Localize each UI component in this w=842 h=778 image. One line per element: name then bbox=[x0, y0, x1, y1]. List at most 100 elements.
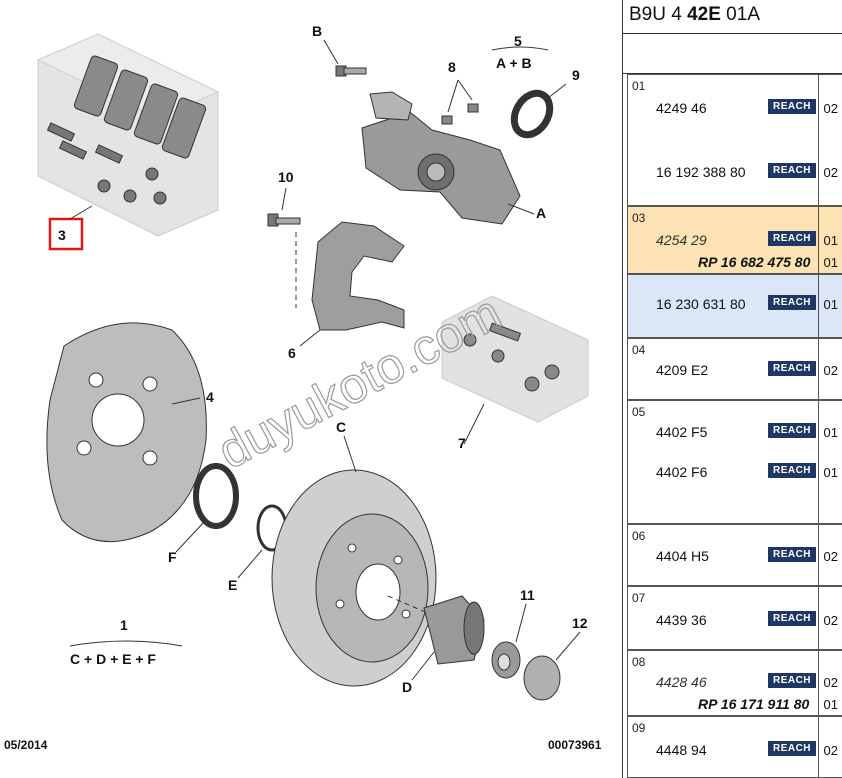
callout-c: C bbox=[336, 419, 346, 435]
caliper-carrier[interactable] bbox=[311, 221, 405, 331]
wheel-bearing[interactable] bbox=[423, 595, 485, 665]
part-number[interactable]: 16 230 631 80 bbox=[656, 296, 746, 312]
part-number[interactable]: 4404 H5 bbox=[656, 548, 709, 564]
parts-row[interactable]: 07 4439 36 REACH 02 bbox=[627, 586, 842, 650]
part-line[interactable]: RP 16 682 475 80 01 bbox=[654, 251, 842, 273]
reach-badge: REACH bbox=[768, 547, 816, 562]
reach-badge: REACH bbox=[768, 673, 816, 688]
brake-disc[interactable] bbox=[271, 469, 437, 687]
callout-1: 1 bbox=[120, 617, 128, 633]
row-number: 07 bbox=[632, 591, 646, 605]
callout-12: 12 bbox=[572, 615, 588, 631]
fitting-kit-box[interactable] bbox=[441, 295, 589, 423]
callout-9: 9 bbox=[572, 67, 580, 83]
callout-e: E bbox=[228, 577, 237, 593]
footer-ref: 00073961 bbox=[548, 738, 602, 752]
panel-spacer bbox=[623, 34, 842, 74]
dust-shield[interactable] bbox=[46, 322, 207, 543]
row-number: 06 bbox=[632, 529, 646, 543]
brake-pad-kit-box[interactable] bbox=[36, 33, 220, 237]
row-number: 04 bbox=[632, 343, 646, 357]
quantity-column bbox=[818, 587, 842, 649]
part-line[interactable]: RP 16 171 911 80 01 bbox=[654, 693, 842, 715]
ring-f[interactable] bbox=[193, 463, 239, 529]
panel-header: B9U 4 42E 01A bbox=[623, 0, 842, 34]
dust-cap[interactable] bbox=[523, 655, 561, 701]
bleed-screws[interactable] bbox=[441, 103, 479, 125]
quantity: 02 bbox=[823, 675, 838, 690]
header-suffix: 01A bbox=[720, 4, 760, 25]
part-number[interactable]: 4439 36 bbox=[656, 612, 707, 628]
row-number: 05 bbox=[632, 405, 646, 419]
part-number[interactable]: 4254 29 bbox=[656, 232, 707, 248]
part-number[interactable]: 4402 F6 bbox=[656, 464, 708, 480]
quantity-column bbox=[818, 525, 842, 585]
reach-badge: REACH bbox=[768, 423, 816, 438]
reach-badge: REACH bbox=[768, 611, 816, 626]
callout-1-def: C + D + E + F bbox=[70, 651, 156, 667]
part-line[interactable]: 4428 46 REACH 02 bbox=[654, 671, 842, 693]
footer-date: 05/2014 bbox=[4, 738, 48, 752]
quantity-column bbox=[818, 75, 842, 205]
hub-nut[interactable] bbox=[491, 641, 521, 679]
brake-caliper[interactable] bbox=[361, 91, 521, 225]
reach-badge: REACH bbox=[768, 361, 816, 376]
item-3-highlight bbox=[48, 217, 84, 251]
header-bold: 42E bbox=[687, 4, 721, 25]
seal-ring[interactable] bbox=[507, 87, 557, 141]
parts-row[interactable]: 16 230 631 80 REACH 01 bbox=[627, 274, 842, 338]
quantity: 01 bbox=[823, 255, 838, 270]
part-number[interactable]: 16 192 388 80 bbox=[656, 164, 746, 180]
part-line[interactable]: 4404 H5 REACH 02 bbox=[654, 545, 842, 567]
callout-8: 8 bbox=[448, 59, 456, 75]
callout-b: B bbox=[312, 23, 322, 39]
part-line[interactable]: 4439 36 REACH 02 bbox=[654, 609, 842, 631]
callout-6: 6 bbox=[288, 345, 296, 361]
quantity: 01 bbox=[823, 425, 838, 440]
quantity: 02 bbox=[823, 613, 838, 628]
bolt-b[interactable] bbox=[335, 65, 367, 77]
parts-row[interactable]: 06 4404 H5 REACH 02 bbox=[627, 524, 842, 586]
reach-badge: REACH bbox=[768, 231, 816, 246]
callout-d: D bbox=[402, 679, 412, 695]
header-prefix: B9U 4 bbox=[629, 4, 688, 25]
callout-11: 11 bbox=[520, 587, 535, 603]
callout-3: 3 bbox=[58, 227, 66, 243]
bolt-10[interactable] bbox=[267, 213, 301, 227]
replacement-part-number[interactable]: RP 16 171 911 80 bbox=[698, 696, 810, 712]
part-number[interactable]: 4428 46 bbox=[656, 674, 707, 690]
quantity: 01 bbox=[823, 697, 838, 712]
quantity: 01 bbox=[823, 297, 838, 312]
row-number: 03 bbox=[632, 211, 646, 225]
callout-5-def: A + B bbox=[496, 55, 532, 71]
part-number[interactable]: 4209 E2 bbox=[656, 362, 709, 378]
replacement-part-number[interactable]: RP 16 682 475 80 bbox=[698, 254, 811, 270]
part-number[interactable]: 4402 F5 bbox=[656, 424, 708, 440]
quantity-column bbox=[818, 339, 842, 399]
reach-badge: REACH bbox=[768, 163, 816, 178]
row-number: 09 bbox=[632, 721, 646, 735]
part-line[interactable]: 16 230 631 80 REACH 01 bbox=[654, 293, 842, 315]
callout-a: A bbox=[536, 205, 546, 221]
part-number[interactable]: 4249 46 bbox=[656, 100, 707, 116]
reach-badge: REACH bbox=[768, 295, 816, 310]
reach-badge: REACH bbox=[768, 741, 816, 756]
part-number[interactable]: 4448 94 bbox=[656, 742, 707, 758]
quantity-column bbox=[818, 207, 842, 273]
quantity-column bbox=[818, 651, 842, 715]
part-line[interactable]: 4402 F5 REACH 01 bbox=[654, 421, 842, 443]
quantity: 02 bbox=[823, 549, 838, 564]
